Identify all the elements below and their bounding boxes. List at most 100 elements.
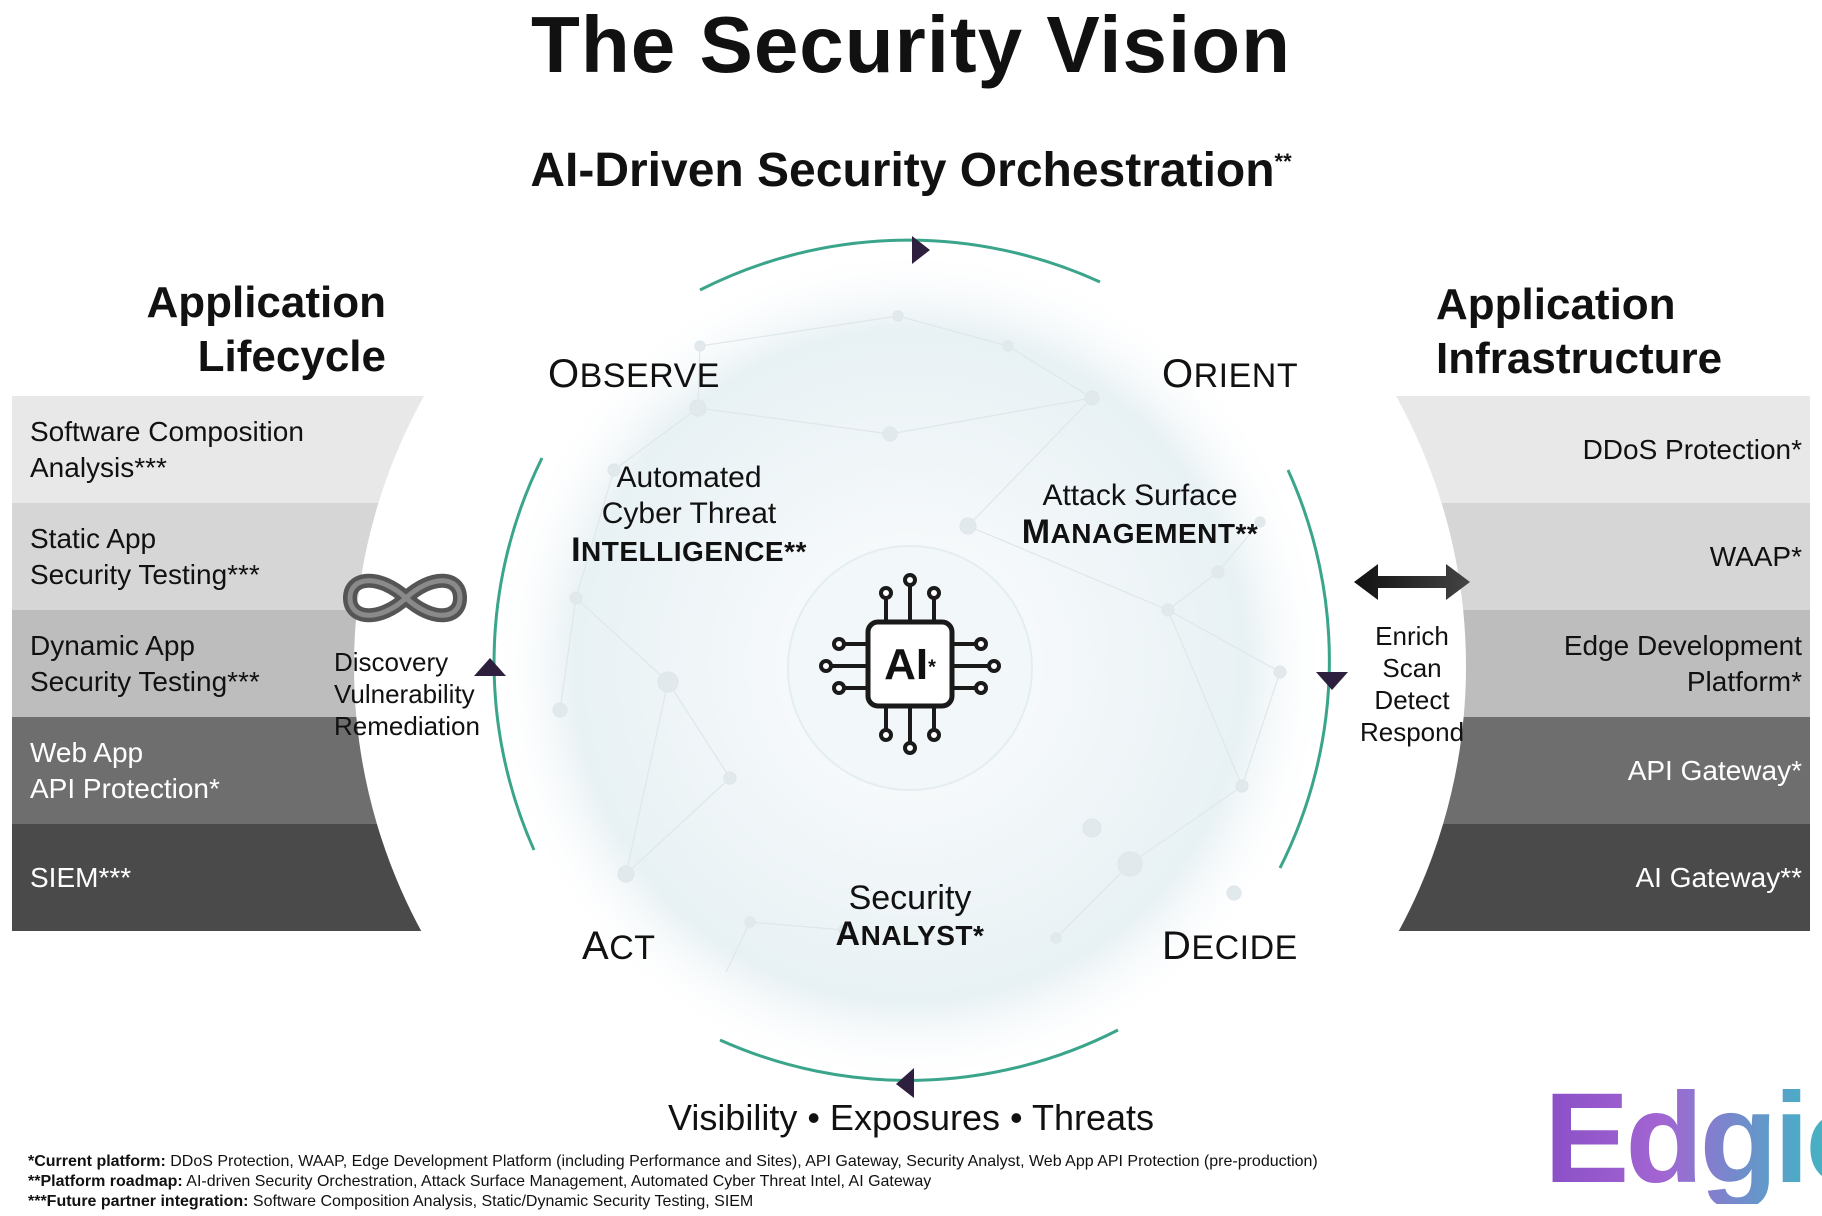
footnote-label: *Current platform: [28, 1153, 166, 1170]
diagram-subtitle: AI-Driven Security Orchestration** [0, 132, 1822, 201]
ooda-decide-label: DECIDE [1162, 924, 1298, 969]
right-row-band [1443, 717, 1810, 824]
left-note-line: Vulnerability [334, 679, 475, 709]
right-row-label: API Gateway* [1627, 754, 1802, 786]
observe-rest: BSERVE [579, 357, 720, 395]
network-mesh [552, 310, 1287, 973]
analyst-line1: Security [848, 879, 972, 917]
right-side-note: Enrich Scan Detect Respond [1356, 620, 1468, 748]
asm-line1: Attack Surface [1042, 479, 1238, 512]
right-row-band [1398, 824, 1810, 931]
right-heading-line2: Infrastructure [1436, 334, 1723, 383]
footnote-text: DDoS Protection, WAAP, Edge Development … [165, 1153, 1318, 1170]
bottom-tagline: Visibility • Exposures • Threats [667, 1097, 1155, 1138]
right-note-line: Scan [1382, 653, 1442, 683]
left-row-3: Web App API Protection* [12, 717, 402, 824]
subtitle-mark: ** [1274, 149, 1292, 174]
left-row-label: Dynamic App Security Testing*** [30, 629, 260, 697]
ring-arrow-bottom [896, 1068, 914, 1098]
ai-chip-text: AI* [872, 640, 948, 692]
analyst-rest: NALYST* [860, 920, 985, 951]
ring-arrow-left [474, 658, 506, 676]
left-heading-line1: Application [146, 278, 386, 327]
act-cap: A [582, 924, 610, 968]
right-heading: Application Infrastructure [1436, 278, 1796, 386]
right-note-line: Enrich [1375, 621, 1449, 651]
analyst-cap: A [835, 915, 861, 953]
footnote-label: **Platform roadmap: [28, 1173, 183, 1190]
ooda-act-label: ACT [582, 924, 656, 969]
intel-line1: Automated [616, 461, 762, 494]
left-row-1: Static App Security Testing*** [12, 503, 402, 610]
left-row-2: Dynamic App Security Testing*** [12, 610, 402, 717]
right-row-3: API Gateway* [1420, 717, 1810, 824]
left-row-label: Web App API Protection* [30, 736, 220, 804]
infinity-icon [343, 573, 467, 623]
ai-chip-icon [819, 573, 1001, 755]
intel-line3: INTELLIGENCE** [556, 532, 822, 570]
ooda-orient-label: ORIENT [1162, 352, 1298, 397]
left-row-band [12, 610, 357, 717]
ooda-ring [492, 238, 1331, 1082]
left-row-band [12, 396, 424, 503]
orient-rest: RIENT [1193, 357, 1299, 395]
ring-arrow-right [1316, 672, 1348, 690]
left-side-note: Discovery Vulnerability Remediation [334, 646, 480, 742]
right-row-label: Edge Development Platform* [1563, 629, 1802, 697]
intel-cap: I [571, 531, 582, 569]
ring-arc-right [1278, 469, 1331, 869]
right-row-band [1396, 396, 1810, 503]
left-row-4: SIEM*** [12, 824, 402, 931]
ring-arc-top [699, 238, 1101, 292]
left-row-label: Software Composition Analysis*** [30, 415, 304, 483]
ring-arrow-top [912, 236, 930, 264]
right-row-label: WAAP* [1709, 540, 1802, 572]
security-analyst-label: Security ANALYST* [780, 880, 1040, 954]
ai-mark: * [928, 656, 936, 679]
double-arrow-icon [1354, 564, 1470, 600]
right-capability-list: DDoS Protection* WAAP* Edge Development … [1420, 396, 1810, 931]
right-row-label: DDoS Protection* [1582, 433, 1802, 465]
left-row-band [12, 503, 379, 610]
decide-cap: D [1162, 924, 1192, 968]
orient-cap: O [1162, 352, 1194, 396]
analyst-line2: ANALYST* [780, 916, 1040, 954]
left-capability-list: Software Composition Analysis*** Static … [12, 396, 402, 931]
left-note-line: Discovery [334, 647, 449, 677]
left-heading-line2: Lifecycle [197, 332, 386, 381]
ring-arc-bottom [719, 1028, 1119, 1082]
asm-rest: ANAGEMENT** [1050, 518, 1259, 549]
left-note-line: Remediation [334, 711, 480, 741]
decide-rest: ECIDE [1191, 929, 1298, 967]
left-rows-bg [12, 396, 424, 931]
right-row-2: Edge Development Platform* [1420, 610, 1810, 717]
act-rest: CT [609, 929, 656, 967]
right-row-4: AI Gateway** [1420, 824, 1810, 931]
page-title: The Security Vision [531, 0, 1291, 89]
right-rows-bg [1396, 396, 1810, 931]
left-row-band [12, 824, 422, 931]
footnote-text: Software Composition Analysis, Static/Dy… [248, 1193, 754, 1210]
footnote-roadmap: **Platform roadmap: AI-driven Security O… [28, 1172, 931, 1192]
right-row-1: WAAP* [1420, 503, 1810, 610]
intel-rest: NTELLIGENCE** [581, 536, 807, 567]
right-heading-line1: Application [1436, 280, 1676, 329]
footnote-current: *Current platform: DDoS Protection, WAAP… [28, 1152, 1318, 1172]
footnote-text: AI-driven Security Orchestration, Attack… [182, 1173, 932, 1190]
right-note-line: Respond [1359, 717, 1465, 747]
observe-cap: O [548, 352, 580, 396]
left-heading: Application Lifecycle [100, 276, 386, 384]
ring-arc-left [492, 457, 544, 851]
intel-line2: Cyber Threat [601, 497, 777, 530]
left-row-0: Software Composition Analysis*** [12, 396, 402, 503]
ai-text: AI [884, 640, 929, 689]
threat-intel-label: Automated Cyber Threat INTELLIGENCE** [556, 460, 822, 570]
left-row-label: Static App Security Testing*** [30, 522, 260, 590]
right-note-line: Detect [1374, 685, 1450, 715]
footnote-future: ***Future partner integration: Software … [28, 1192, 753, 1212]
footnote-label: ***Future partner integration: [28, 1193, 249, 1210]
asm-label: Attack Surface MANAGEMENT** [1010, 478, 1270, 552]
right-row-band [1441, 503, 1810, 610]
right-row-band [1463, 610, 1810, 717]
